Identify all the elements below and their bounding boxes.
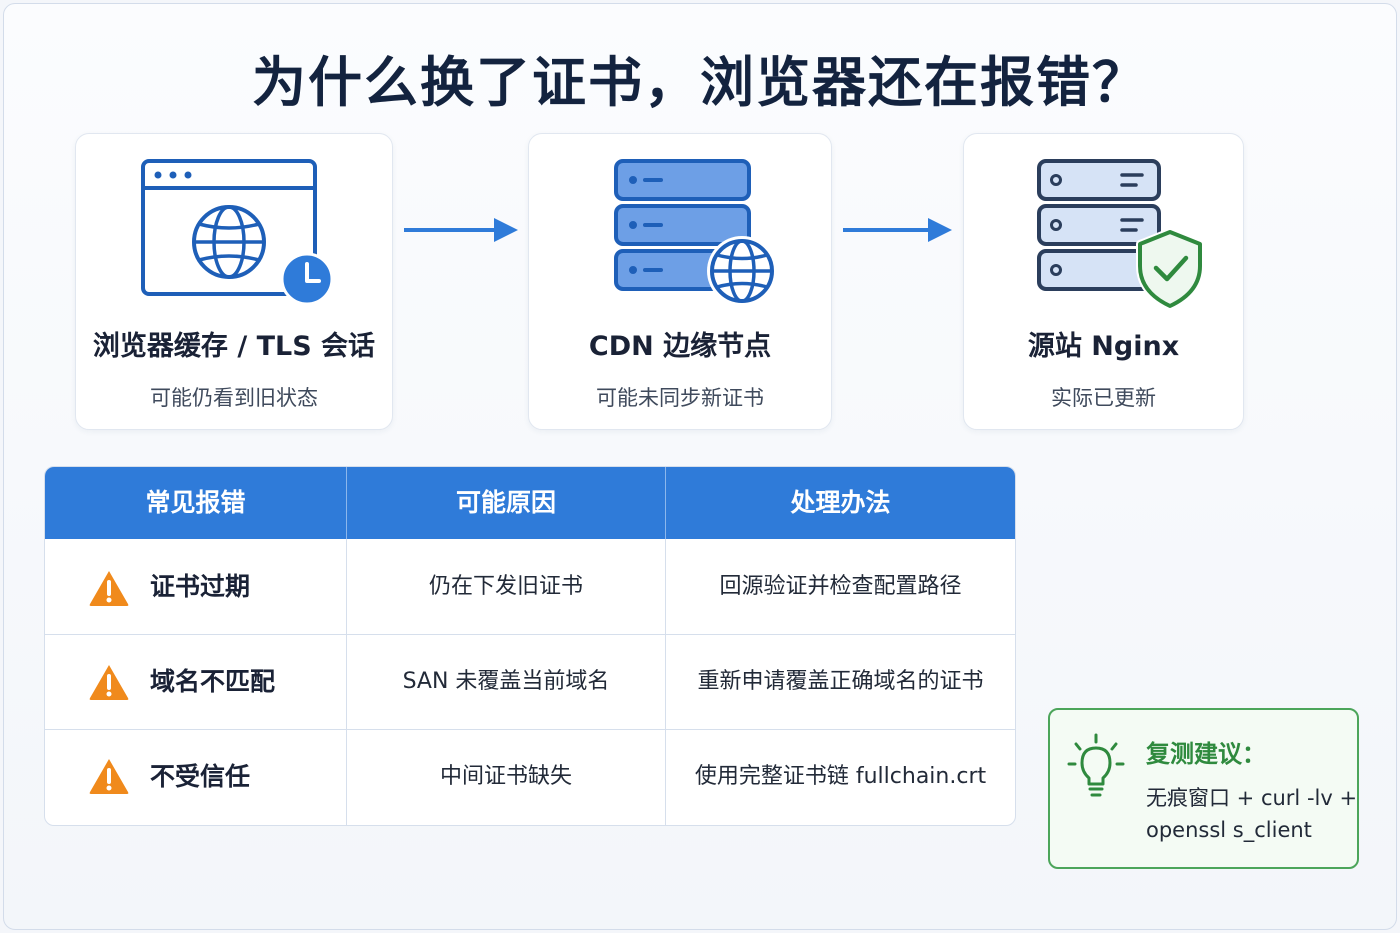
header-divider	[346, 467, 347, 539]
cause-cell: 仍在下发旧证书	[428, 574, 583, 599]
arrow-right-icon	[404, 218, 518, 242]
error-label: 证书过期	[150, 572, 251, 601]
column-header: 可能原因	[455, 488, 556, 517]
flow-card-subtitle: 可能未同步新证书	[596, 386, 764, 410]
fix-cell: 重新申请覆盖正确域名的证书	[697, 669, 984, 694]
row-divider	[45, 634, 1015, 635]
tip-line: 无痕窗口 + curl -lv +	[1146, 786, 1358, 810]
column-divider	[665, 467, 666, 825]
flow-card-cdn: CDN 边缘节点 可能未同步新证书	[528, 133, 832, 430]
column-header: 常见报错	[145, 488, 246, 517]
tip-title: 复测建议：	[1146, 740, 1266, 768]
warning-icon	[89, 571, 129, 606]
error-label: 不受信任	[150, 762, 251, 791]
flow-card-title: 源站 Nginx	[1027, 331, 1180, 362]
server-shield-icon	[1037, 159, 1204, 310]
column-header: 处理办法	[790, 488, 891, 517]
error-label: 域名不匹配	[150, 667, 276, 696]
flow-card-origin: 源站 Nginx 实际已更新	[963, 133, 1244, 430]
fix-cell: 使用完整证书链 fullchain.crt	[694, 764, 987, 789]
column-divider	[346, 467, 347, 825]
header-divider	[665, 467, 666, 539]
cause-cell: 中间证书缺失	[439, 764, 572, 789]
row-divider	[45, 729, 1015, 730]
tip-line: openssl s_client	[1146, 818, 1312, 842]
cause-cell: SAN 未覆盖当前域名	[402, 669, 610, 694]
table-header: 常见报错 可能原因 处理办法	[45, 467, 1015, 539]
flow-card-title: 浏览器缓存 / TLS 会话	[92, 331, 376, 362]
page-title: 为什么换了证书，浏览器还在报错？	[252, 51, 1148, 114]
flow-card-browser: 浏览器缓存 / TLS 会话 可能仍看到旧状态	[75, 133, 393, 430]
flow-card-title: CDN 边缘节点	[588, 331, 772, 362]
browser-clock-icon	[141, 159, 334, 306]
fix-cell: 回源验证并检查配置路径	[719, 574, 962, 599]
flow-card-subtitle: 可能仍看到旧状态	[150, 386, 318, 410]
flow-card-subtitle: 实际已更新	[1051, 386, 1156, 410]
lightbulb-icon	[1067, 733, 1125, 797]
arrow-right-icon	[843, 218, 952, 242]
retest-tip-box: 复测建议： 无痕窗口 + curl -lv + openssl s_client	[1048, 708, 1359, 869]
warning-icon	[89, 759, 129, 794]
server-globe-icon	[614, 159, 777, 306]
warning-icon	[89, 665, 129, 700]
error-table: 常见报错 可能原因 处理办法 证书过期 仍在下发旧证书 回源验证并检查配置路径 …	[44, 466, 1016, 826]
